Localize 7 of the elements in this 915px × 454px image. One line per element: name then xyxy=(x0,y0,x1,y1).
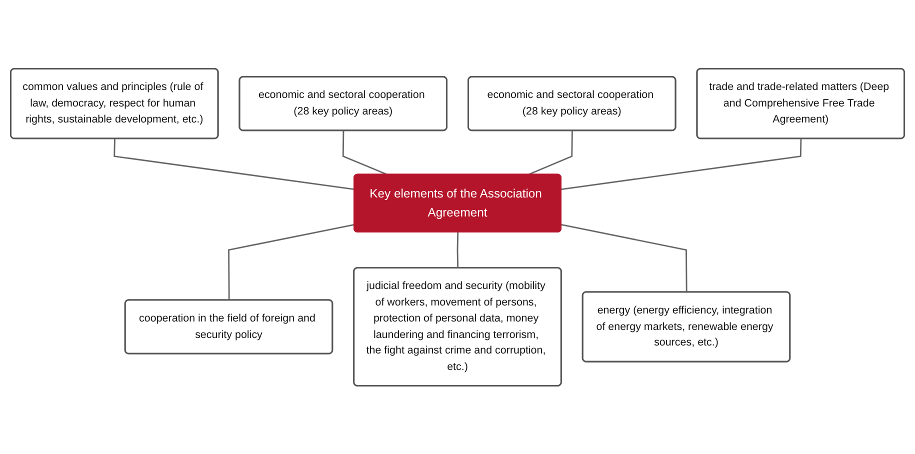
connector xyxy=(228,224,354,300)
connector xyxy=(561,224,688,292)
connector xyxy=(528,130,573,175)
connector xyxy=(561,138,802,190)
connector xyxy=(342,130,388,175)
connector xyxy=(456,232,459,268)
connector xyxy=(114,138,354,190)
